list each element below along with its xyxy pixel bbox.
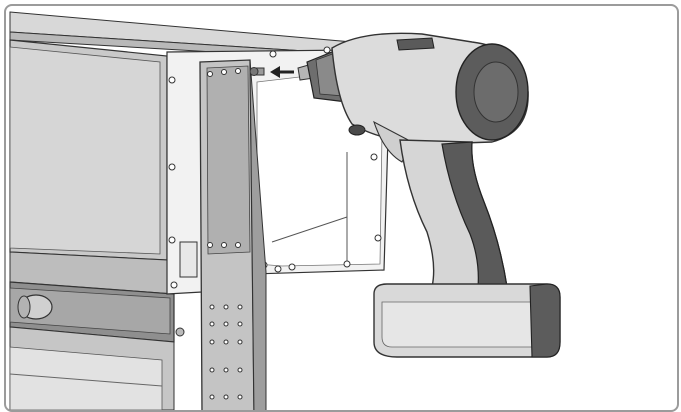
assembly-illustration — [9, 11, 561, 410]
cordless-drill-icon — [297, 32, 561, 358]
screw-icon — [249, 67, 265, 76]
direction-arrow-icon — [270, 66, 294, 78]
cabinet-side-panel — [9, 39, 185, 410]
vertical-post — [199, 59, 267, 410]
rail-knob — [17, 294, 53, 320]
illustration-frame — [4, 4, 679, 412]
